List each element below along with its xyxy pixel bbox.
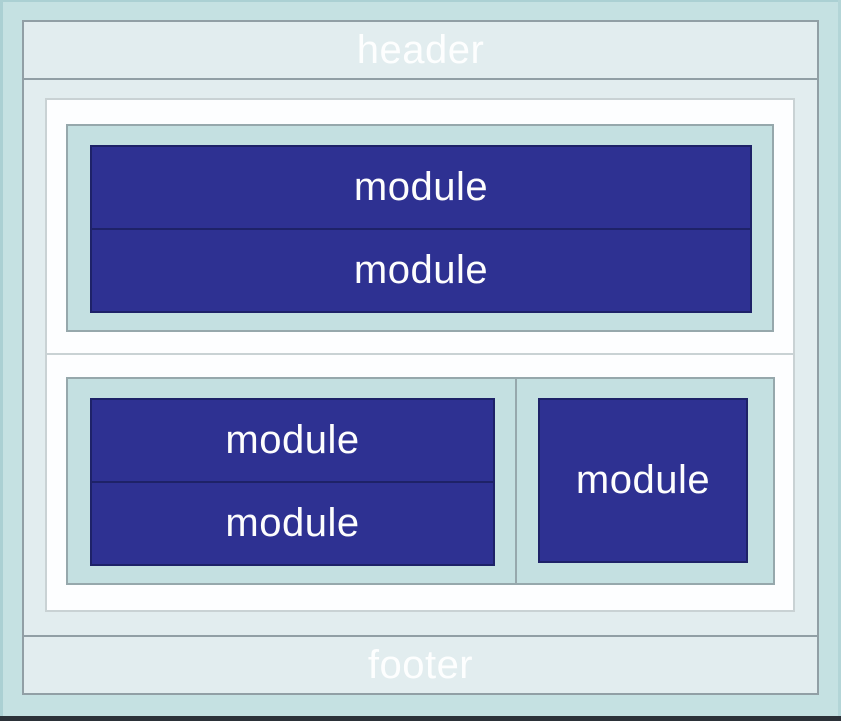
module-block: module [90, 228, 752, 313]
window-bottom-bar [0, 716, 841, 721]
module-group-right: module [515, 377, 775, 585]
content-area: module module module module module [24, 80, 817, 635]
footer-bar: footer [24, 635, 817, 693]
page-frame: header module module module module modul… [22, 20, 819, 695]
page-edge-right [838, 0, 841, 721]
page-edge-left [0, 0, 3, 721]
footer-label: footer [367, 642, 474, 687]
module-block: module [90, 398, 495, 483]
section-row-top: module module [45, 98, 795, 355]
section-row-bottom: module module module [45, 353, 795, 612]
module-group-left: module module [66, 377, 517, 585]
module-block: module [90, 481, 495, 566]
header-label: header [356, 27, 485, 72]
module-block: module [538, 398, 748, 563]
page-edge-top [0, 0, 841, 2]
module-block: module [90, 145, 752, 230]
header-bar: header [24, 22, 817, 80]
module-group-full-width: module module [66, 124, 774, 332]
